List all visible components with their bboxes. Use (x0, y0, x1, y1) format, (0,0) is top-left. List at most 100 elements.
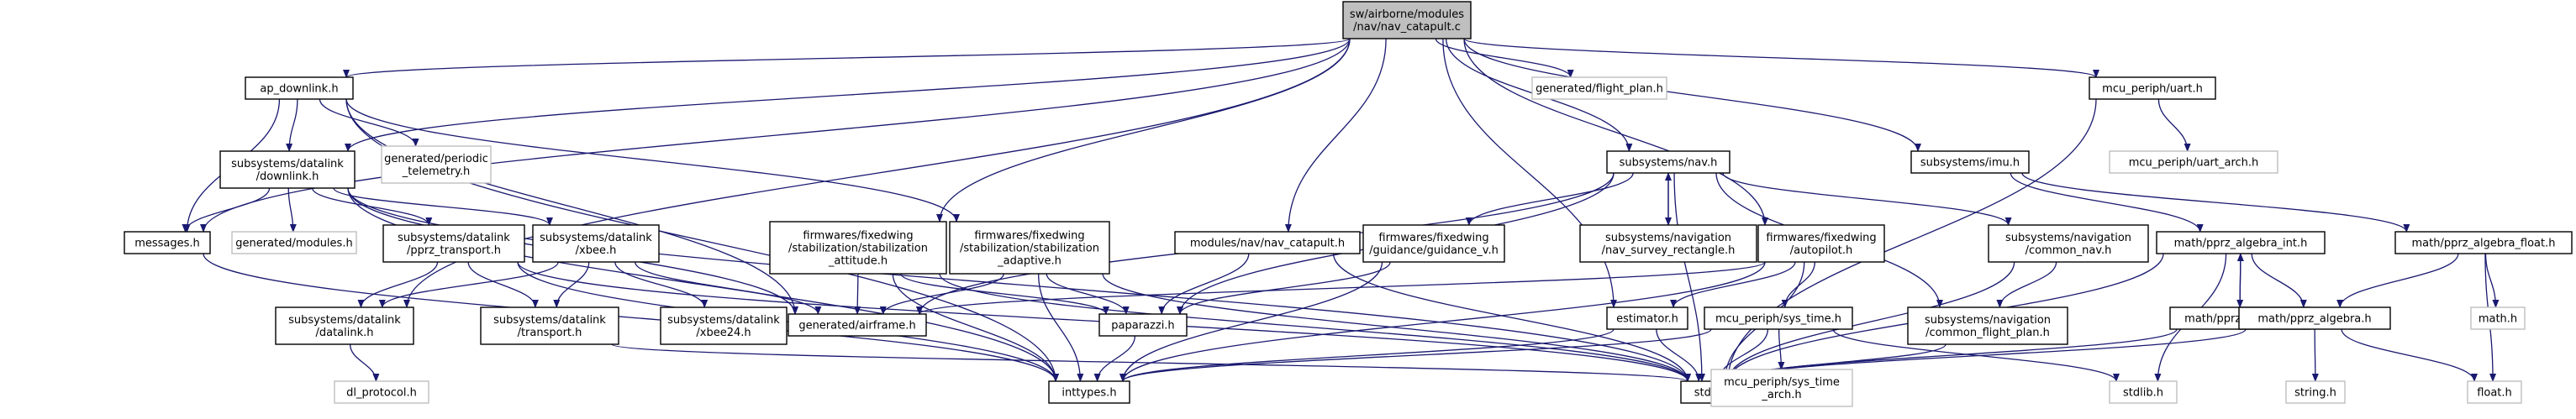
node-uart[interactable]: mcu_periph/uart.h (2089, 76, 2216, 100)
node-label-line: /downlink.h (256, 170, 319, 183)
edge-dl_downlink-to-messages (182, 187, 271, 233)
edge-root-to-dl_downlink (345, 38, 1351, 152)
node-label-line: firmwares/fixedwing (1378, 232, 1488, 244)
node-label-line: /xbee.h (576, 244, 617, 257)
node-label-line: estimator.h (1616, 313, 1678, 326)
edge-nav-to-std (1673, 172, 1705, 382)
node-math-h: math.h (2470, 306, 2526, 330)
node-nav-catapult-h[interactable]: modules/nav/nav_catapult.h (1174, 231, 1361, 254)
node-autopilot[interactable]: firmwares/fixedwing/autopilot.h (1757, 224, 1885, 263)
edge-uart-to-std (1725, 98, 2097, 382)
edge-stab_att-to-paparazzi (900, 273, 1109, 315)
edge-stab_adapt-to-inttypes (1038, 273, 1084, 382)
node-box (2394, 231, 2573, 254)
node-box (949, 221, 1110, 275)
edge-dl_downlink-to-inttypes (347, 187, 1059, 382)
edge-ap_downlink-to-periodic_tel (319, 98, 419, 147)
edge-root-to-ap_downlink (343, 38, 1351, 78)
node-label-line: ap_downlink.h (260, 83, 338, 96)
node-common-nav[interactable]: subsystems/navigation/common_nav.h (1988, 224, 2149, 263)
edge-autopilot-to-inttypes (1119, 261, 1766, 382)
edge-xbee-to-xbee24 (614, 261, 709, 308)
node-inttypes[interactable]: inttypes.h (1048, 380, 1130, 404)
node-pprz-transport[interactable]: subsystems/datalink/pprz_transport.h (382, 224, 525, 263)
node-messages[interactable]: messages.h (124, 231, 211, 254)
edge-nav-to-common_nav (1722, 172, 2012, 226)
node-box (788, 313, 927, 337)
node-box (1710, 369, 1853, 407)
node-label-line: generated/periodic (384, 153, 488, 165)
node-ap-downlink[interactable]: ap_downlink.h (245, 76, 354, 100)
node-pprz-algebra-float[interactable]: math/pprz_algebra_float.h (2394, 231, 2573, 254)
edge-pprz_algebra_float-to-pprz_algebra (2336, 253, 2459, 308)
node-label-line: subsystems/nav.h (1620, 157, 1718, 170)
edge-nav_catapult_h-to-paparazzi (1158, 253, 1250, 315)
node-nav-survey[interactable]: subsystems/navigation/nav_survey_rectang… (1579, 224, 1757, 263)
node-label-line: /xbee24.h (696, 327, 751, 339)
node-label-line: subsystems/navigation (1605, 232, 1731, 244)
node-label-line: /pprz_transport.h (407, 244, 501, 257)
node-label-line: mcu_periph/sys_time (1724, 376, 1840, 389)
edge-estimator-to-std (1656, 328, 1703, 382)
node-guidance-v[interactable]: firmwares/fixedwing/guidance/guidance_v.… (1362, 224, 1505, 263)
node-stab-adapt[interactable]: firmwares/fixedwing/stabilization/stabil… (949, 221, 1110, 275)
edges-layer (182, 38, 2500, 382)
node-box (1606, 306, 1688, 330)
node-stab-att[interactable]: firmwares/fixedwing/stabilization/stabil… (769, 221, 947, 275)
edge-root-to-messages (200, 38, 1351, 233)
node-box (480, 306, 619, 345)
edge-sys_time-to-sys_time_arch (1778, 328, 1785, 370)
edge-pprz_trig_int-to-pprz_algebra_int (2236, 253, 2244, 308)
node-label-line: firmwares/fixedwing (803, 230, 913, 243)
node-common-flight-plan[interactable]: subsystems/navigation/common_flight_plan… (1907, 306, 2068, 345)
node-sys-time-arch: mcu_periph/sys_time_arch.h (1710, 369, 1853, 407)
node-label-line: /transport.h (518, 327, 582, 339)
node-dl-transport[interactable]: subsystems/datalink/transport.h (480, 306, 619, 345)
node-box (2089, 76, 2216, 100)
node-estimator[interactable]: estimator.h (1606, 306, 1688, 330)
node-box (1362, 224, 1505, 263)
node-sys-time[interactable]: mcu_periph/sys_time.h (1704, 306, 1853, 330)
node-label-line: subsystems/datalink (667, 314, 780, 327)
edge-paparazzi-to-inttypes (1093, 335, 1136, 382)
edge-nav_catapult_h-to-std (1332, 253, 1691, 382)
node-box (1988, 224, 2149, 263)
edge-imu-to-pprz_algebra_float (2021, 172, 2410, 233)
node-airframe[interactable]: generated/airframe.h (788, 313, 927, 337)
node-box (219, 150, 356, 189)
node-label-line: modules/nav/nav_catapult.h (1190, 238, 1345, 250)
node-imu[interactable]: subsystems/imu.h (1910, 150, 2030, 174)
node-string-h: string.h (2285, 380, 2346, 404)
node-root[interactable]: sw/airborne/modules/nav/nav_catapult.c (1342, 1, 1472, 39)
node-box (2238, 306, 2391, 330)
node-label-line: math/pprz_algebra.h (2257, 313, 2371, 326)
edge-common_nav-to-std (1725, 261, 2015, 382)
node-paparazzi[interactable]: paparazzi.h (1098, 313, 1188, 337)
edge-ap_downlink-to-stab_adapt (345, 98, 960, 223)
node-box (1757, 224, 1885, 263)
node-label-line: math/pprz_algebra_float.h (2412, 238, 2556, 250)
node-label-line: stdlib.h (2123, 387, 2163, 400)
edge-pprz_algebra-to-float_h (2341, 328, 2478, 382)
node-xbee24[interactable]: subsystems/datalink/xbee24.h (660, 306, 788, 345)
node-dl-datalink[interactable]: subsystems/datalink/datalink.h (275, 306, 414, 345)
node-xbee[interactable]: subsystems/datalink/xbee.h (532, 224, 660, 263)
node-label-line: /common_flight_plan.h (1925, 327, 2050, 339)
node-box (124, 231, 211, 254)
edge-sys_time-to-stdlib (1832, 328, 2120, 382)
node-label-line: /guidance/guidance_v.h (1369, 244, 1499, 257)
node-label-line: generated/airframe.h (798, 320, 915, 333)
node-label-line: subsystems/datalink (398, 232, 510, 244)
node-nav[interactable]: subsystems/nav.h (1606, 150, 1731, 174)
edge-autopilot-to-airframe (916, 261, 1766, 315)
node-pprz-algebra[interactable]: math/pprz_algebra.h (2238, 306, 2391, 330)
node-box (1098, 313, 1188, 337)
edge-estimator-to-inttypes (1119, 328, 1615, 382)
node-label-line: firmwares/fixedwing (974, 230, 1084, 243)
node-dl-downlink[interactable]: subsystems/datalink/downlink.h (219, 150, 356, 189)
node-label-line: math/pprz_algebra_int.h (2174, 238, 2308, 250)
edge-stab_adapt-to-std (1102, 273, 1691, 382)
node-label-line: /nav/nav_catapult.c (1353, 21, 1461, 34)
node-pprz-algebra-int[interactable]: math/pprz_algebra_int.h (2156, 231, 2326, 254)
edge-pprz_transport-to-dl_datalink (357, 261, 439, 308)
